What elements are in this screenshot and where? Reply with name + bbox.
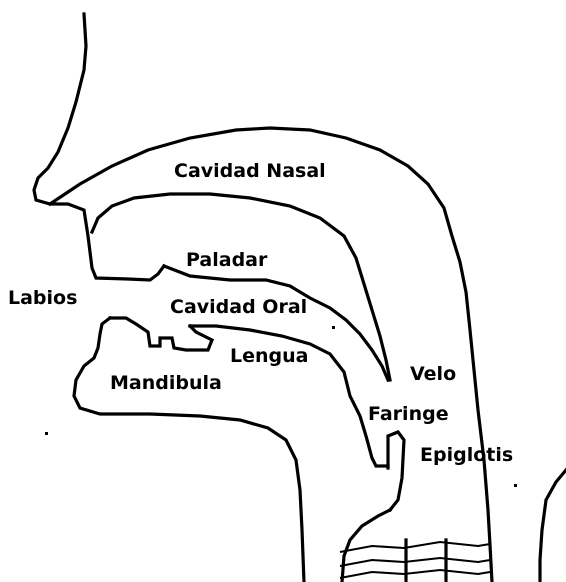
label-epiglotis: Epiglotis — [420, 444, 513, 466]
trachea-ring-1 — [340, 542, 490, 552]
spine-outline — [540, 470, 566, 582]
trachea-ring-3 — [340, 570, 490, 578]
label-lengua: Lengua — [230, 345, 308, 367]
epiglottis-shape — [388, 432, 404, 510]
label-faringe: Faringe — [368, 403, 449, 425]
speck — [332, 326, 335, 329]
speck — [45, 432, 48, 435]
speck — [514, 484, 517, 487]
face-profile-upper — [34, 14, 164, 280]
trachea-ring-2 — [340, 558, 490, 566]
label-velo: Velo — [410, 363, 456, 385]
label-paladar: Paladar — [186, 249, 268, 271]
label-mandibula: Mandibula — [110, 372, 222, 394]
lower-teeth — [110, 318, 212, 350]
label-cavidad-nasal: Cavidad Nasal — [174, 160, 326, 182]
label-labios: Labios — [8, 287, 77, 309]
label-cavidad-oral: Cavidad Oral — [170, 296, 307, 318]
